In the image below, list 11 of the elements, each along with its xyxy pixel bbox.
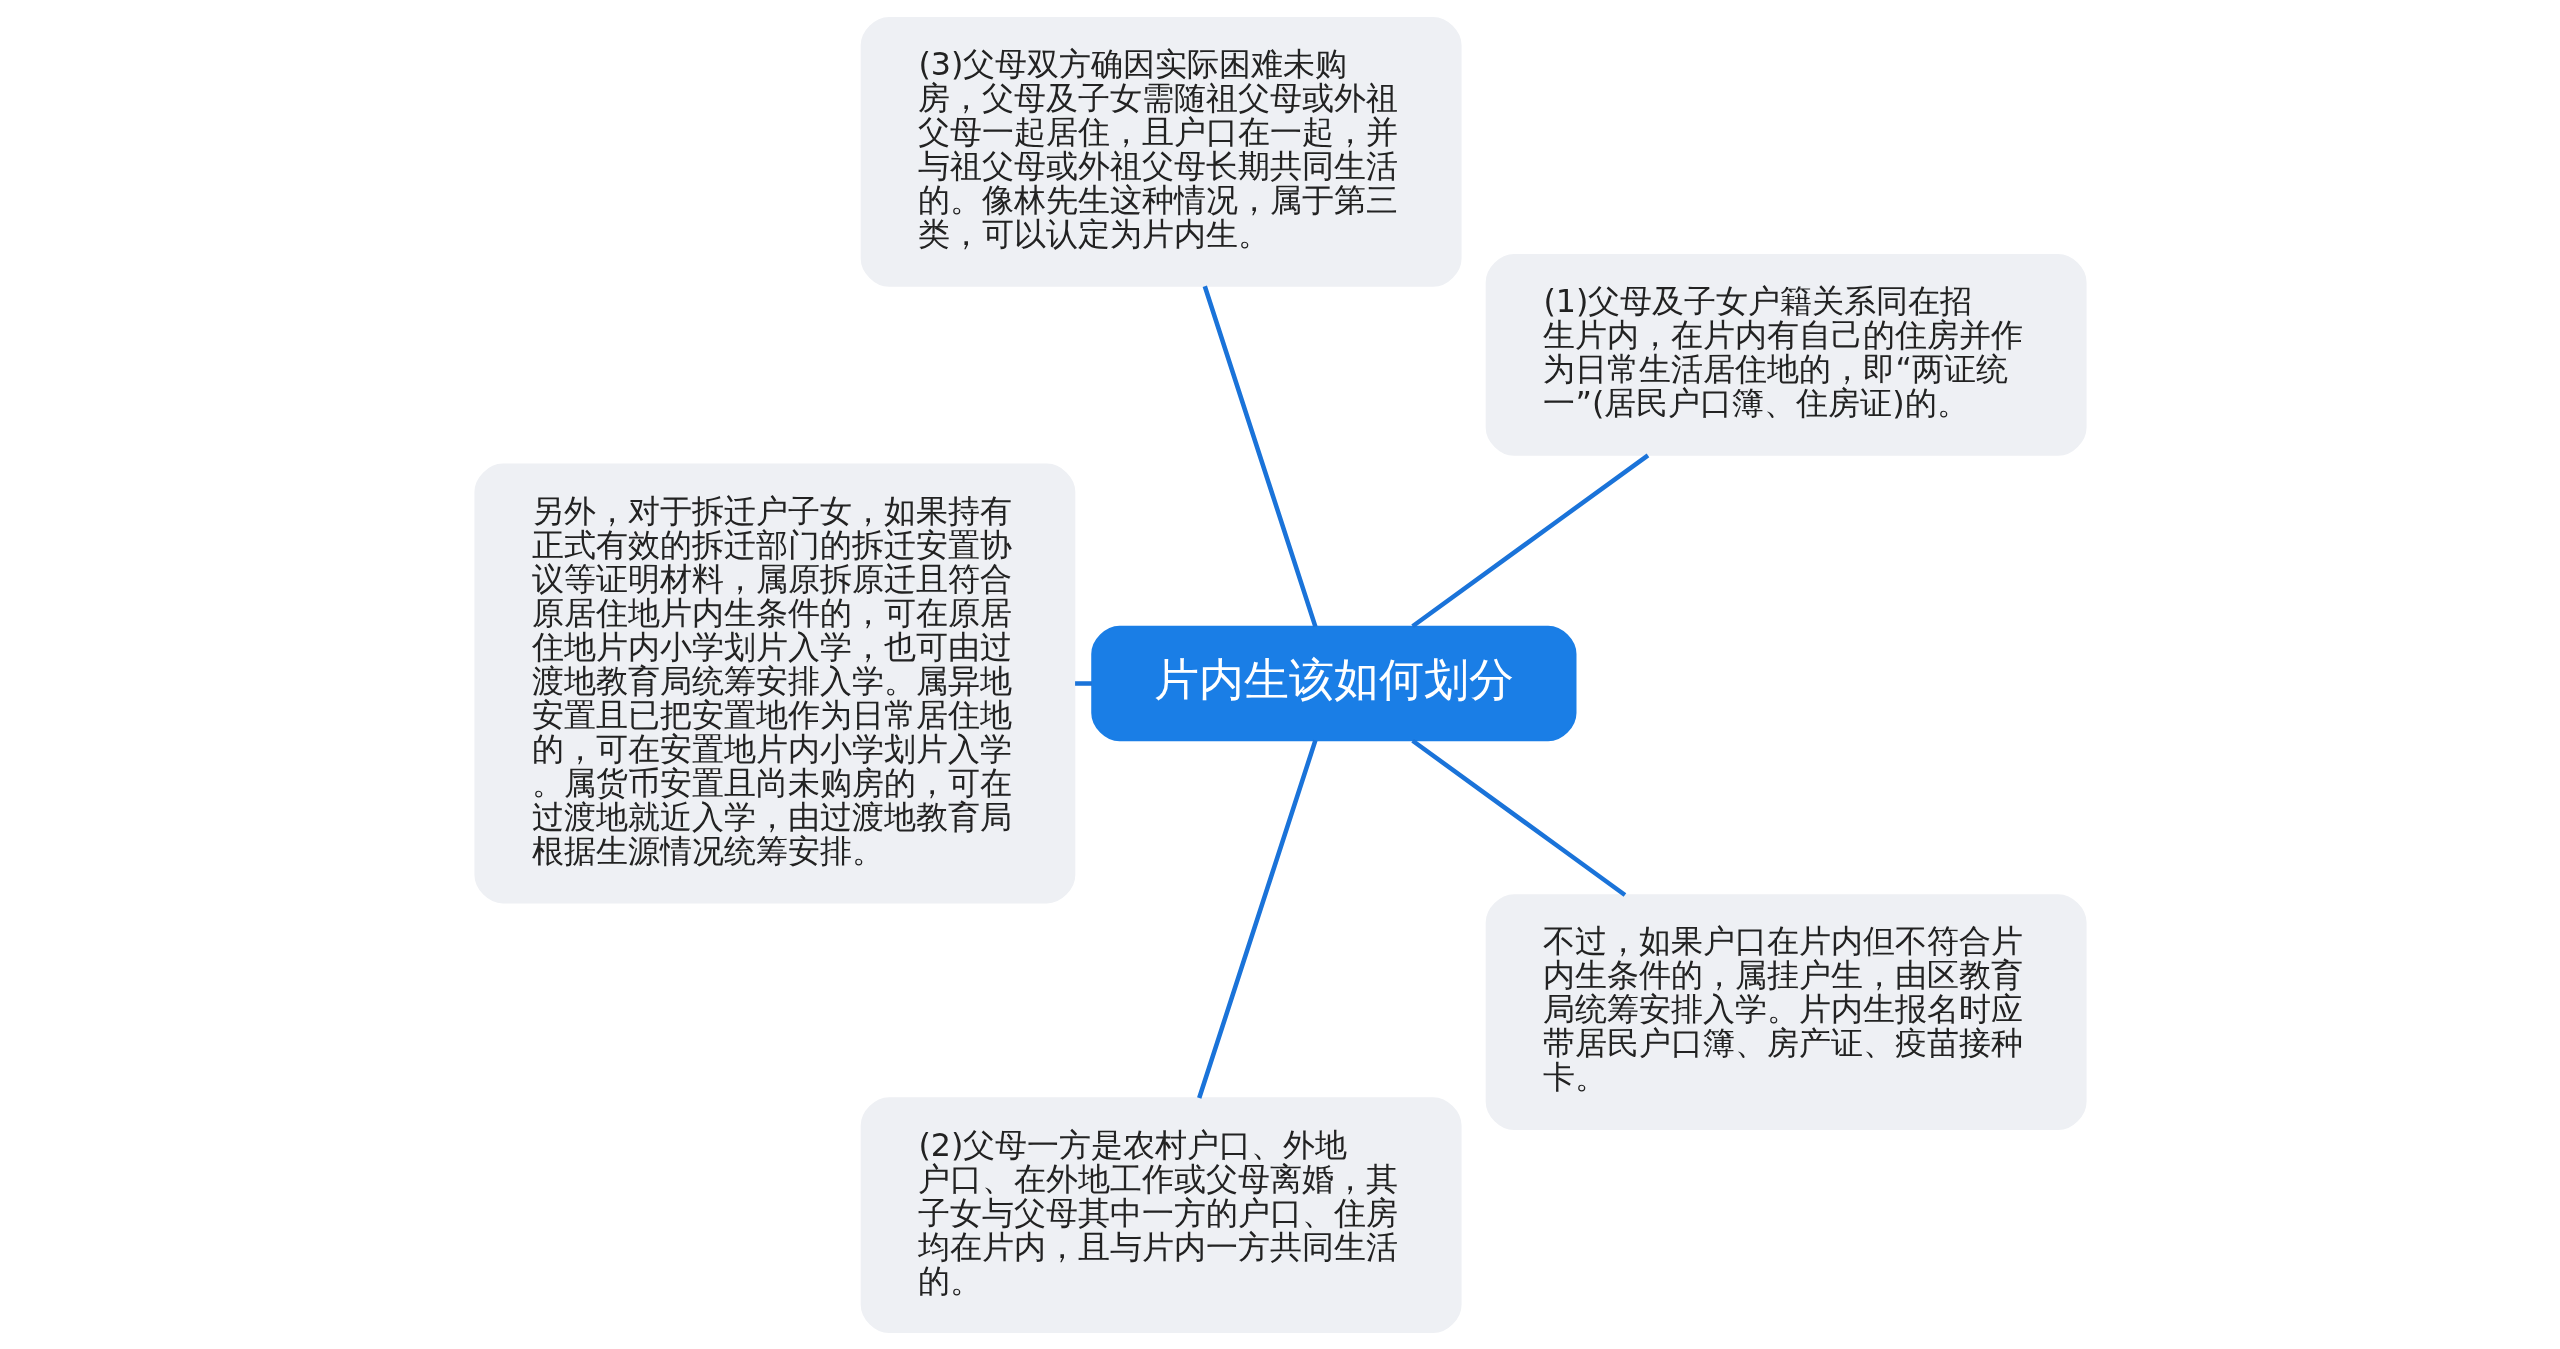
node-box: (1)父母及子女户籍关系同在招生片内，在片内有自己的住房并作为日常生活居住地的，即“两证统一”(居民户口簿、住房证)的。 xyxy=(1485,253,2087,456)
connector xyxy=(1196,739,1318,1099)
node-box: 不过，如果户口在片内但不符合片内生条件的，属挂户生，由区教育局统筹安排入学。片内生报名时应带居民户口簿、房产证、疫苗接种卡。 xyxy=(1485,893,2087,1130)
connector xyxy=(1410,452,1649,628)
connector xyxy=(1202,285,1318,627)
connector xyxy=(1074,680,1092,686)
node-box: (2)父母一方是农村户口、外地户口、在外地工作或父母离婚，其子女与父母其中一方的户口、住房均在片内，且与片内一方共同生活的。 xyxy=(860,1096,1462,1333)
node-box: 片内生该如何划分 xyxy=(1090,625,1576,741)
node-box: (3)父母双方确因实际困难未购房，父母及子女需随祖父母或外祖父母一起居住，且户口在一起，并与祖父母或外祖父母长期共同生活的。像林先生这种情况，属于第三类，可以认定为片内生。 xyxy=(860,16,1462,287)
connector xyxy=(1410,738,1626,897)
node-box: 另外，对于拆迁户子女，如果持有正式有效的拆迁部门的拆迁安置协议等证明材料，属原拆原迁且符合原居住地片内生条件的，可在原居住地片内小学划片入学，也可由过渡地教育局统筹安排入学。属异地安置且已把安置地作为日常居住地的，可在安置地片内小学划片入学。属货币安置且尚未购房的，可在过渡地就近入学，由过渡地教育局根据生源情况统筹安排。 xyxy=(473,463,1075,903)
